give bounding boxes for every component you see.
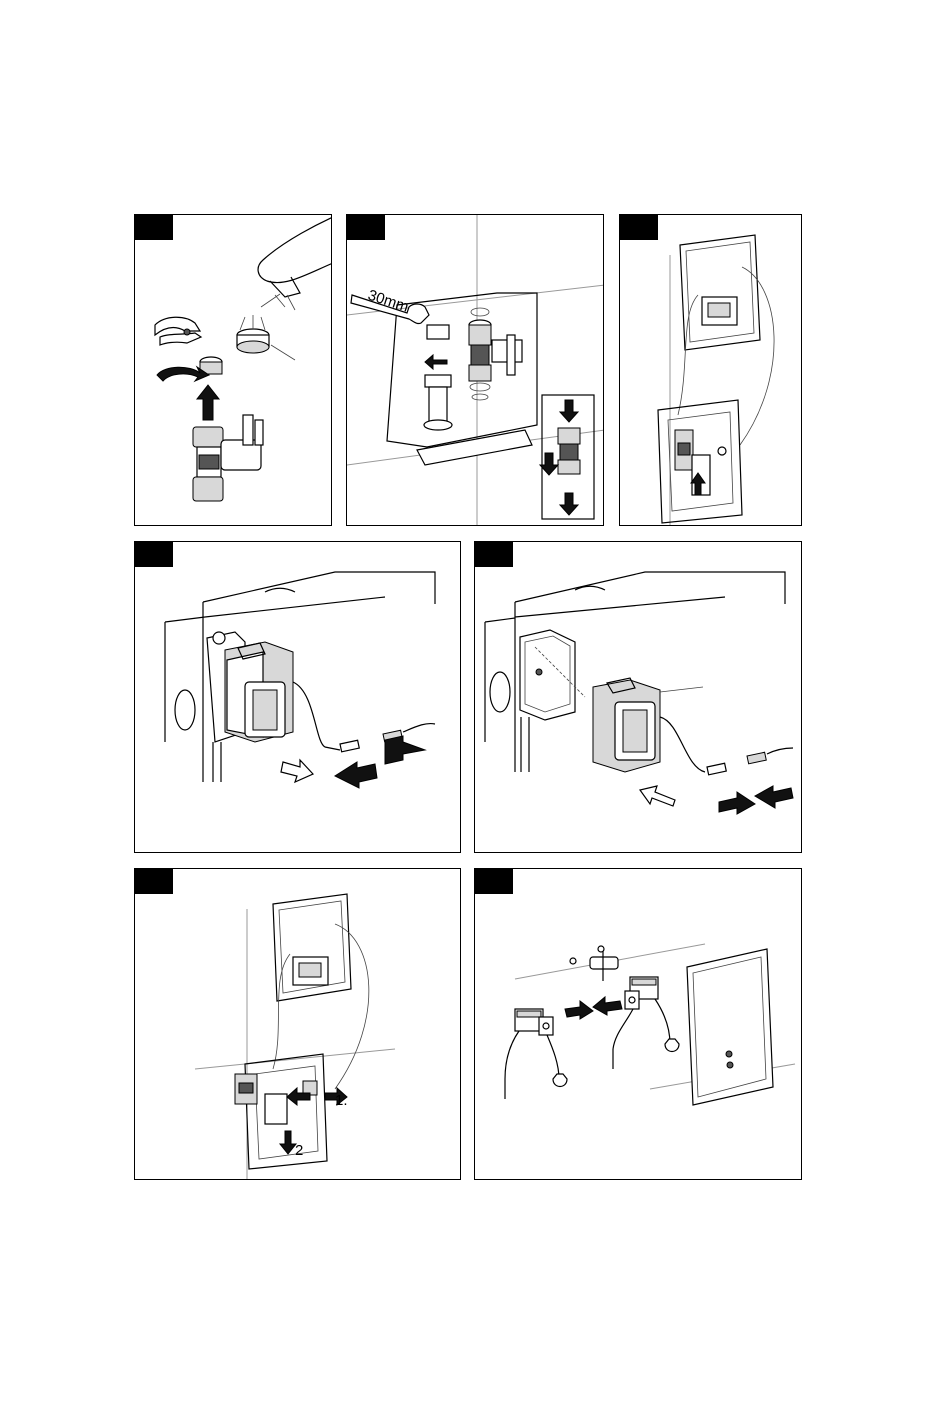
illustration-panel-1 <box>134 214 332 526</box>
arrow-icon <box>565 1001 593 1019</box>
illustration-panel-3 <box>619 214 802 526</box>
control-box-icon <box>702 297 737 325</box>
illustration-panel-2: 30mm <box>346 214 604 526</box>
arrow-icon <box>197 385 219 420</box>
illustration-panel-6: 1. 2 <box>134 868 461 1180</box>
control-box-icon <box>225 642 293 742</box>
illustration-panel-5 <box>474 541 802 853</box>
fitting-icon <box>424 308 522 430</box>
aerator-removal-illustration <box>135 215 332 526</box>
sensor-plate-icon <box>687 949 773 1105</box>
pliers-icon <box>155 317 201 345</box>
step-one-label: 1. <box>335 1092 348 1109</box>
cover-plate-icon <box>680 235 760 350</box>
arrow-icon <box>335 762 377 788</box>
terminal-connection-illustration <box>475 869 802 1180</box>
step-two-label: 2 <box>295 1142 303 1159</box>
faucet-spout-icon <box>258 217 332 310</box>
arrow-icon <box>280 1131 296 1154</box>
control-box-connect-illustration <box>475 542 802 853</box>
module-exchange-illustration: 1. 2 <box>135 869 461 1180</box>
fitting-installation-illustration: 30mm <box>347 215 604 526</box>
cable-connector-icon <box>707 752 766 775</box>
arrow-icon <box>719 792 755 814</box>
control-box-disconnect-illustration <box>135 542 461 853</box>
module-wiring-illustration <box>620 215 802 526</box>
terminal-block-icon <box>505 1009 567 1099</box>
control-box-icon <box>293 957 328 985</box>
solenoid-valve-icon <box>193 415 263 501</box>
arrow-icon <box>755 786 793 808</box>
terminal-block-icon <box>613 977 679 1069</box>
aerator-icon <box>237 315 295 360</box>
illustration-panel-7 <box>474 868 802 1180</box>
arrow-icon <box>593 997 622 1015</box>
arrow-icon <box>640 786 675 806</box>
arrow-icon <box>281 760 313 782</box>
illustration-panel-4 <box>134 541 461 853</box>
control-box-icon <box>593 678 660 772</box>
arrow-icon <box>385 736 425 764</box>
